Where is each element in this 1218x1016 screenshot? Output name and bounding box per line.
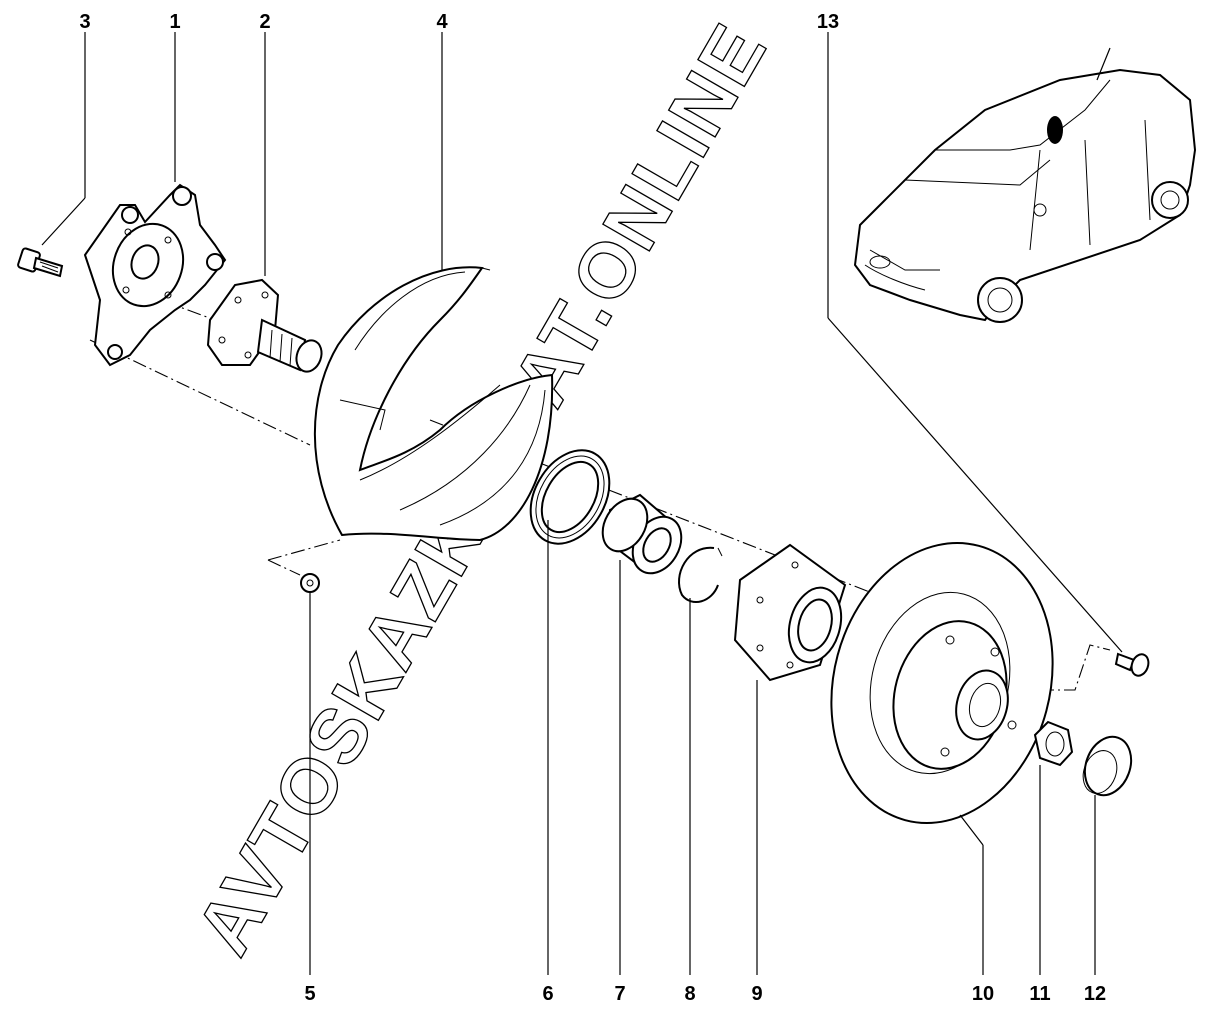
callout-12: 12 <box>1084 983 1106 1005</box>
callout-11: 11 <box>1029 983 1050 1005</box>
callout-6: 6 <box>542 983 553 1005</box>
part-12-cap <box>1082 735 1133 797</box>
part-2-axle-stub <box>206 278 323 373</box>
callouts: 3 1 2 4 13 5 6 7 8 9 10 11 12 <box>79 11 1106 1005</box>
part-10-brake-disc <box>830 542 1054 824</box>
part-5-screw <box>300 573 320 593</box>
part-8-circlip <box>677 546 723 604</box>
callout-4: 4 <box>436 11 448 33</box>
callout-1: 1 <box>169 11 180 33</box>
callout-13: 13 <box>817 11 839 33</box>
part-13-bolt <box>1114 652 1150 677</box>
callout-9: 9 <box>751 983 762 1005</box>
car-inset <box>853 47 1197 323</box>
callout-10: 10 <box>972 983 994 1005</box>
part-7-bearing <box>601 493 683 575</box>
callout-3: 3 <box>79 11 90 33</box>
part-4-brake-shield <box>313 266 554 542</box>
part-9-hub <box>733 543 847 682</box>
part-1-knuckle <box>83 183 227 367</box>
callout-5: 5 <box>304 983 315 1005</box>
callout-7: 7 <box>614 983 625 1005</box>
part-11-nut <box>1033 720 1074 767</box>
callout-8: 8 <box>684 983 695 1005</box>
part-6-seal-ring <box>529 449 611 545</box>
part-3-bolt <box>17 247 64 278</box>
leader-lines <box>41 32 1123 975</box>
callout-2: 2 <box>259 11 270 33</box>
